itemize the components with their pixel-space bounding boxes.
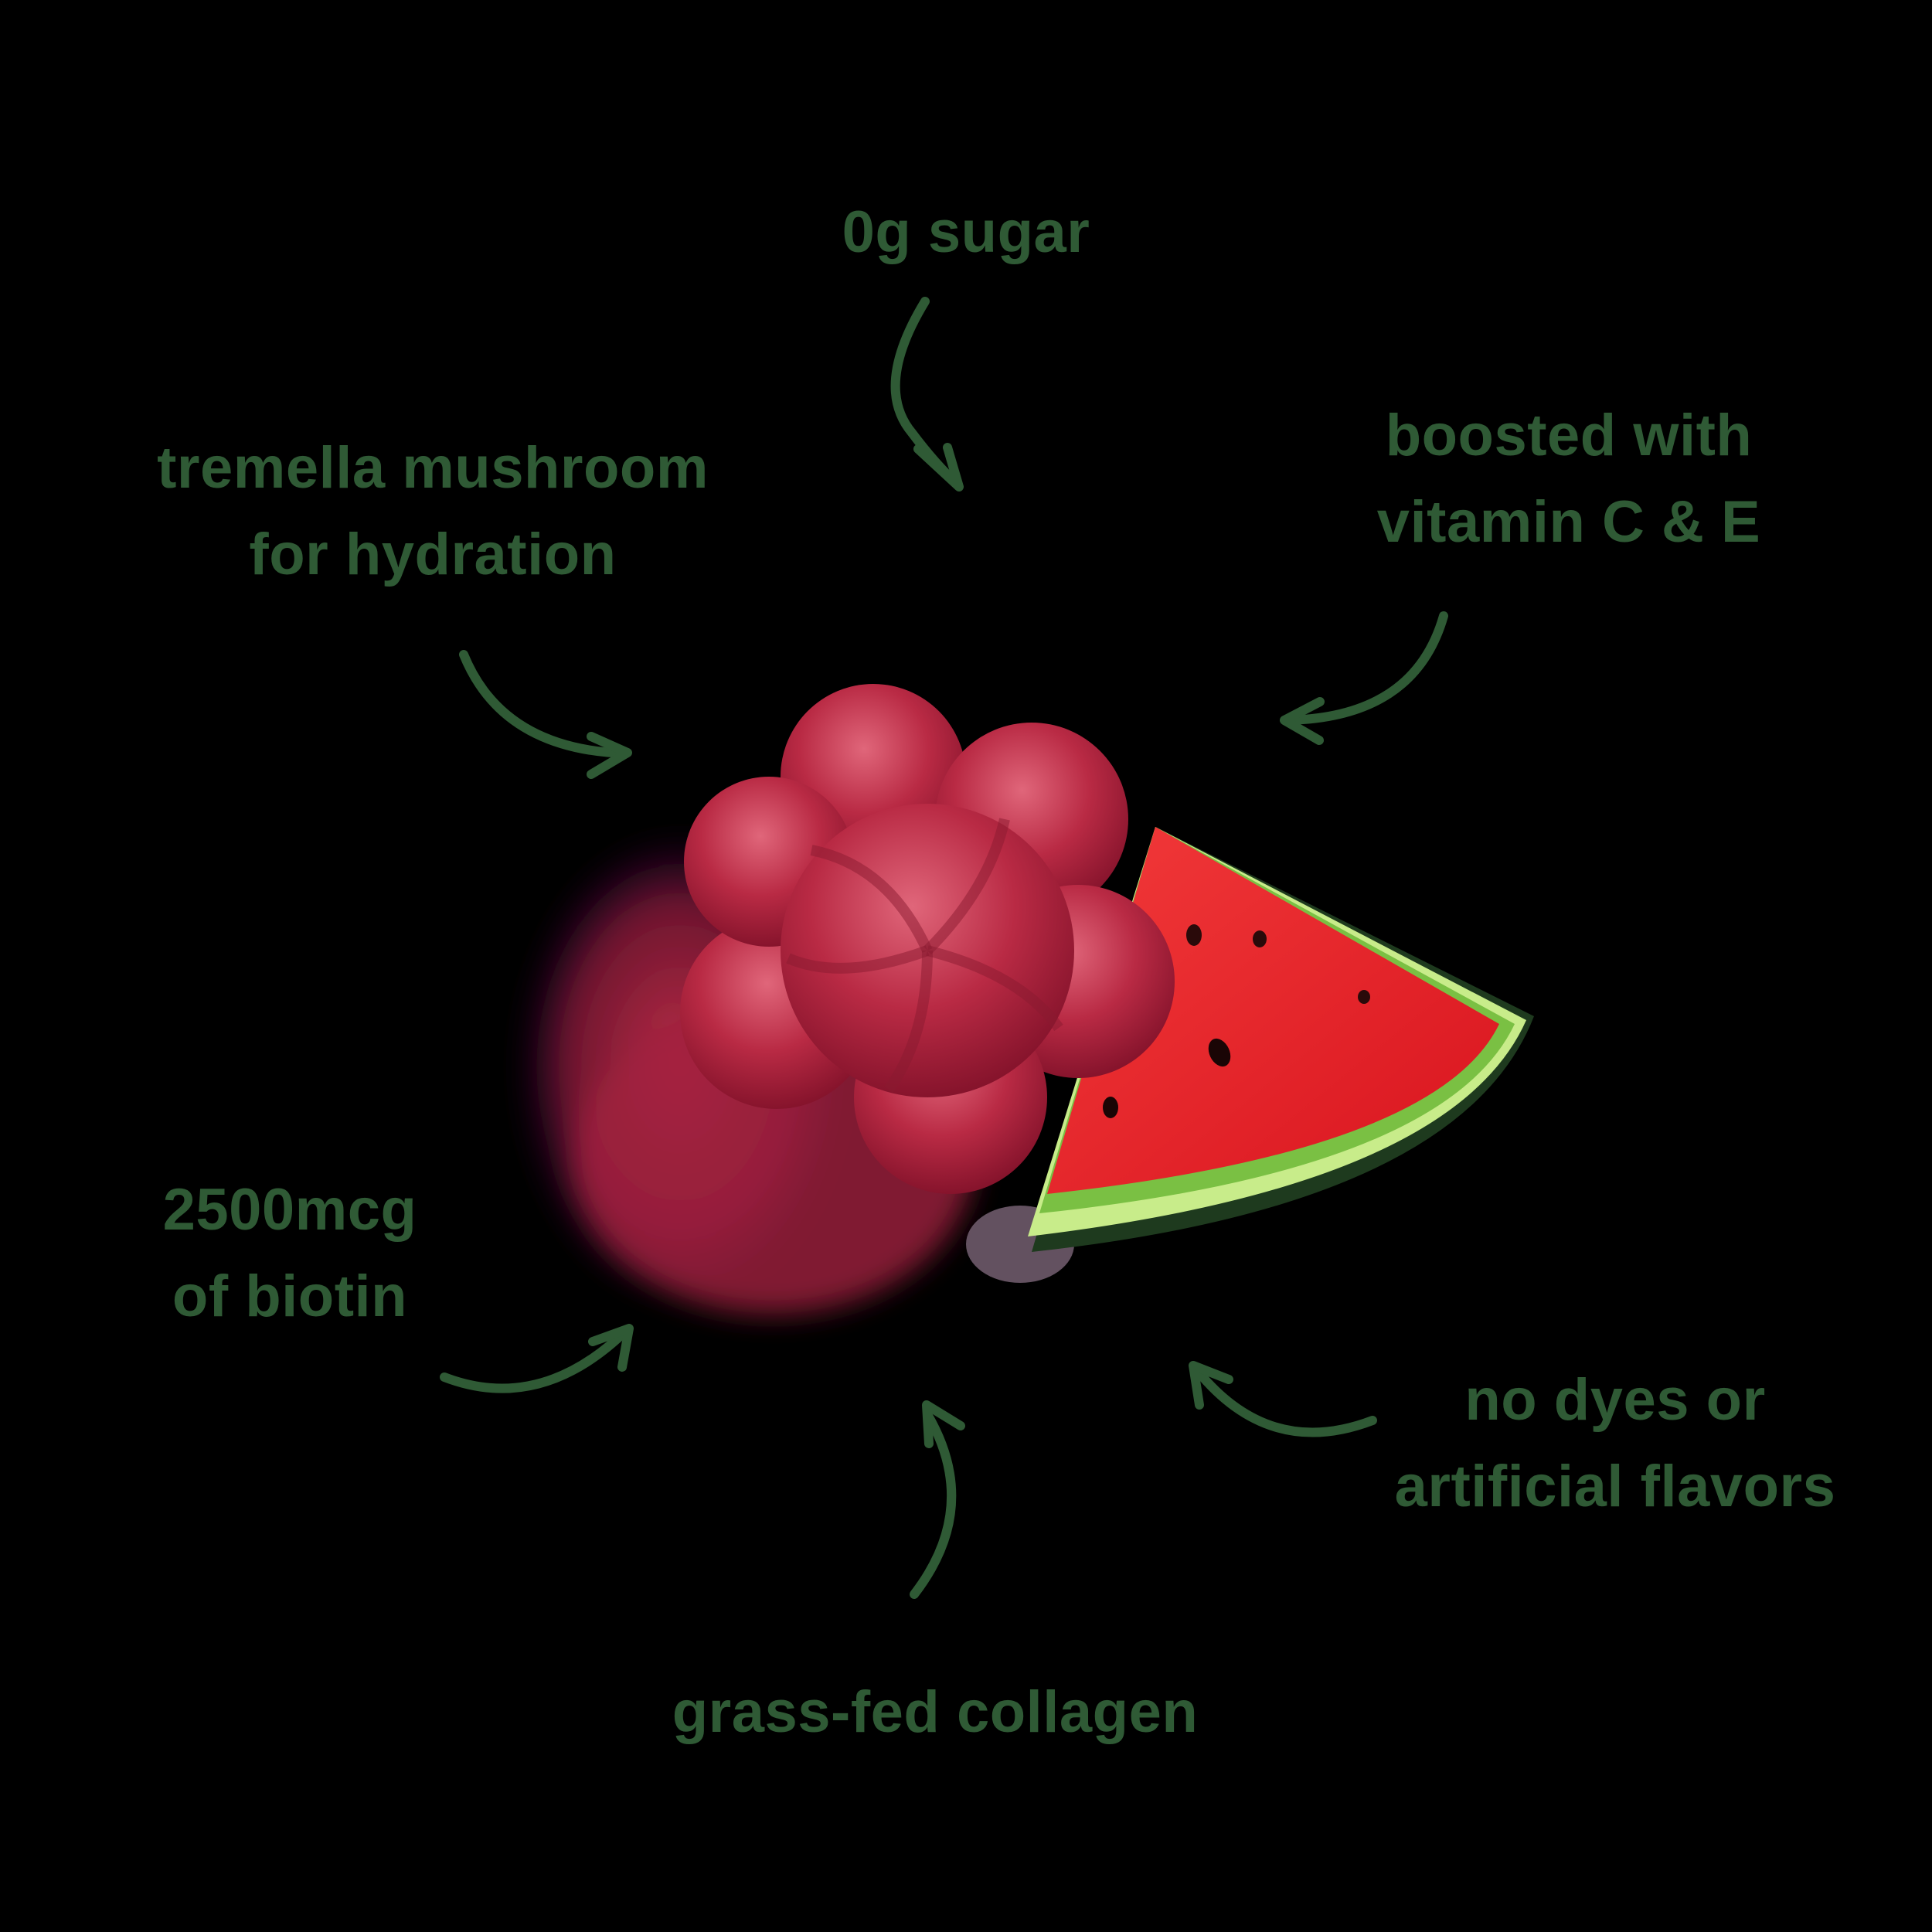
arrow-up-right-icon (440, 1324, 634, 1393)
feature-label-collagen: grass-fed collagen (603, 1669, 1267, 1756)
feature-text: artificial flavors (1394, 1454, 1836, 1519)
feature-label-tremella: tremella mushroom for hydration (85, 425, 781, 598)
arrow-down-icon (890, 297, 964, 492)
feature-text: of biotin (172, 1264, 408, 1329)
arrow-up-left-icon (1189, 1361, 1377, 1437)
feature-label-sugar: 0g sugar (773, 189, 1159, 276)
feature-text: no dyes or (1464, 1367, 1766, 1433)
arrow-up-icon (910, 1400, 965, 1599)
feature-text: for hydration (249, 522, 617, 587)
feature-text: boosted with (1385, 403, 1753, 468)
feature-label-dyes: no dyes or artificial flavors (1345, 1357, 1886, 1530)
feature-text: 2500mcg (162, 1177, 417, 1243)
feature-text: grass-fed collagen (672, 1679, 1199, 1745)
arrow-down-right-icon (459, 650, 632, 779)
feature-text: 0g sugar (842, 199, 1090, 265)
arrow-down-left-icon (1280, 611, 1448, 745)
feature-text: vitamin C & E (1376, 489, 1761, 555)
feature-text: tremella mushroom (157, 435, 709, 501)
gummy (680, 684, 1175, 1194)
feature-label-biotin: 2500mcg of biotin (116, 1167, 464, 1340)
feature-label-vitamins: boosted with vitamin C & E (1329, 393, 1808, 566)
